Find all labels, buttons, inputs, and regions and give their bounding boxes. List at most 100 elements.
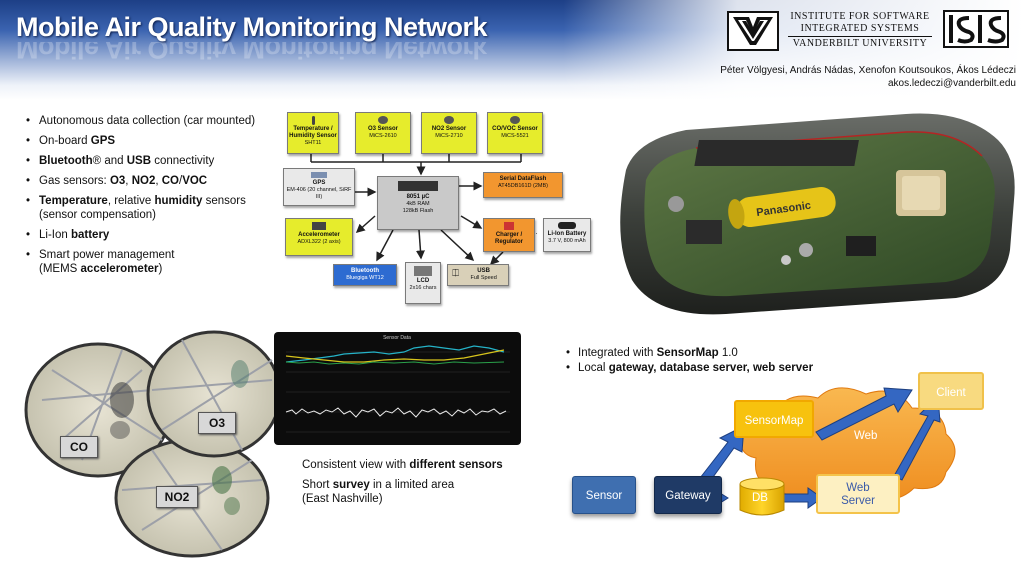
block-title: LCD <box>416 278 430 284</box>
feature-text: Smart power management <box>39 249 175 261</box>
temp-humidity-sensor-block: Temperature / Humidity Sensor SHT11 <box>287 112 339 154</box>
block-part: MiCS-5521 <box>501 133 529 139</box>
block-part: EM-406 (20 channel, SiRF III) <box>286 187 352 200</box>
integration-bold: gateway, database server, web server <box>608 362 814 374</box>
feature-text: ) <box>158 263 163 275</box>
feature-text: / <box>178 175 183 187</box>
web-server-line-2: Server <box>841 495 875 507</box>
co-voc-sensor-block: CO/VOC Sensor MiCS-5521 <box>487 112 543 154</box>
feature-list: Autonomous data collection (car mounted)… <box>26 114 288 282</box>
vanderbilt-logo <box>727 11 779 51</box>
author-names: Péter Völgyesi, András Nádas, Xenofon Ko… <box>720 65 1016 76</box>
client-box: Client <box>918 372 984 410</box>
block-part: Full Speed <box>470 275 497 281</box>
feature-bold: NO2 <box>131 175 156 187</box>
block-title: GPS <box>312 180 326 186</box>
feature-text: ® <box>92 155 102 167</box>
logo-divider <box>788 36 932 37</box>
block-part: 4kB RAM <box>406 201 430 207</box>
no2-label: NO2 <box>156 486 198 508</box>
block-part: AT45DB161D (2MB) <box>497 183 549 189</box>
sensor-data-graph: Sensor Data <box>274 332 521 445</box>
gateway-box: Gateway <box>654 476 722 514</box>
block-title: 8051 µC <box>406 194 430 200</box>
power-icon <box>504 222 514 230</box>
block-title: CO/VOC Sensor <box>492 126 538 132</box>
gas-sensor-icon <box>444 116 454 124</box>
feature-bold: accelerometer <box>80 263 159 275</box>
satellite-icon <box>311 172 327 178</box>
charger-regulator-block: Charger / Regulator <box>483 218 535 252</box>
bluetooth-block: Bluetooth Bluegiga WT12 <box>333 264 397 286</box>
block-part: MiCS-2610 <box>369 133 397 139</box>
feature-bold: Bluetooth <box>39 155 93 167</box>
feature-bold: battery <box>70 229 110 241</box>
map-caption: Consistent view with different sensors S… <box>302 458 503 512</box>
feature-text: On-board <box>39 135 91 147</box>
block-title: USB <box>477 268 490 274</box>
architecture-graphics <box>685 387 956 516</box>
page-title-reflection: Mobile Air Quality Monitoring Network <box>16 42 488 64</box>
no2-sensor-block: NO2 Sensor MiCS-2710 <box>421 112 477 154</box>
feature-bold: O3 <box>109 175 126 187</box>
feature-text: connectivity <box>151 155 215 167</box>
graph-title: Sensor Data <box>383 335 411 341</box>
block-title: O3 Sensor <box>367 126 398 132</box>
sensor-box: Sensor <box>572 476 636 514</box>
caption-bold: different sensors <box>409 459 503 471</box>
lcd-icon <box>414 266 432 276</box>
mcu-block: 8051 µC 4kB RAM 128kB Flash <box>377 176 459 230</box>
integration-bold: SensorMap <box>656 347 719 359</box>
feature-text: , <box>125 175 132 187</box>
co-label: CO <box>60 436 98 458</box>
integration-text: 1.0 <box>718 347 738 359</box>
feature-text: and <box>101 155 127 167</box>
feature-bold: USB <box>126 155 151 167</box>
feature-text: Gas sensors: <box>39 175 110 187</box>
database-icon <box>739 477 785 516</box>
feature-bold: CO <box>161 175 179 187</box>
page-title: Mobile Air Quality Monitoring Network <box>16 12 488 42</box>
db-label: DB <box>752 492 768 504</box>
feature-bold: Temperature <box>39 195 108 207</box>
integration-list: Integrated with SensorMap 1.0 Local gate… <box>566 346 813 376</box>
list-item: Temperature, relative humidity sensors(s… <box>26 194 288 222</box>
feature-text: Autonomous data collection (car mounted) <box>39 115 256 127</box>
list-item: Local gateway, database server, web serv… <box>566 361 813 375</box>
sensor-graph-plot: Sensor Data <box>274 332 521 445</box>
feature-text: , <box>155 175 162 187</box>
institute-logo-text: INSTITUTE FOR SOFTWARE INTEGRATED SYSTEM… <box>784 11 936 50</box>
list-item: Li-Ion battery <box>26 228 288 242</box>
list-item: Integrated with SensorMap 1.0 <box>566 346 813 360</box>
list-item: Bluetooth® and USB connectivity <box>26 154 288 168</box>
web-server-box: Web Server <box>816 474 900 514</box>
feature-bold: VOC <box>182 175 208 187</box>
block-title: Temperature / Humidity Sensor <box>289 126 337 139</box>
gps-block: GPS EM-406 (20 channel, SiRF III) <box>283 168 355 206</box>
feature-text: , relative <box>107 195 155 207</box>
block-part: Bluegiga WT12 <box>346 275 384 281</box>
o3-map <box>146 330 282 458</box>
pollution-maps: CO O3 NO2 <box>22 330 282 560</box>
feature-bold: humidity <box>154 195 203 207</box>
isis-logo <box>943 10 1009 48</box>
list-item: Gas sensors: O3, NO2, CO/VOC <box>26 174 288 188</box>
block-title: Accelerometer <box>298 232 340 238</box>
authors: Péter Völgyesi, András Nádas, Xenofon Ko… <box>720 64 1016 90</box>
gas-sensor-icon <box>378 116 388 124</box>
block-title: NO2 Sensor <box>431 126 467 132</box>
usb-icon: ⎅ <box>452 268 460 278</box>
web-cloud-label: Web <box>854 430 878 442</box>
logo-line-1: INSTITUTE FOR SOFTWARE <box>790 11 930 22</box>
block-part: MiCS-2710 <box>435 133 463 139</box>
accelerometer-block: Accelerometer ADXL322 (2 axis) <box>285 218 353 256</box>
author-email: akos.ledeczi@vanderbilt.edu <box>887 78 1016 89</box>
device-photo: Panasonic <box>606 100 1020 318</box>
device-illustration: Panasonic <box>620 113 1015 315</box>
integration-text: Local <box>578 362 609 374</box>
block-title: Li-Ion Battery <box>547 231 587 237</box>
hardware-block-diagram: ... Temperature / Humidity Sensor SHT11 … <box>281 104 601 304</box>
isis-logo-icon <box>943 10 1009 48</box>
block-part: ADXL322 (2 axis) <box>297 239 341 245</box>
header-band <box>0 0 1024 100</box>
